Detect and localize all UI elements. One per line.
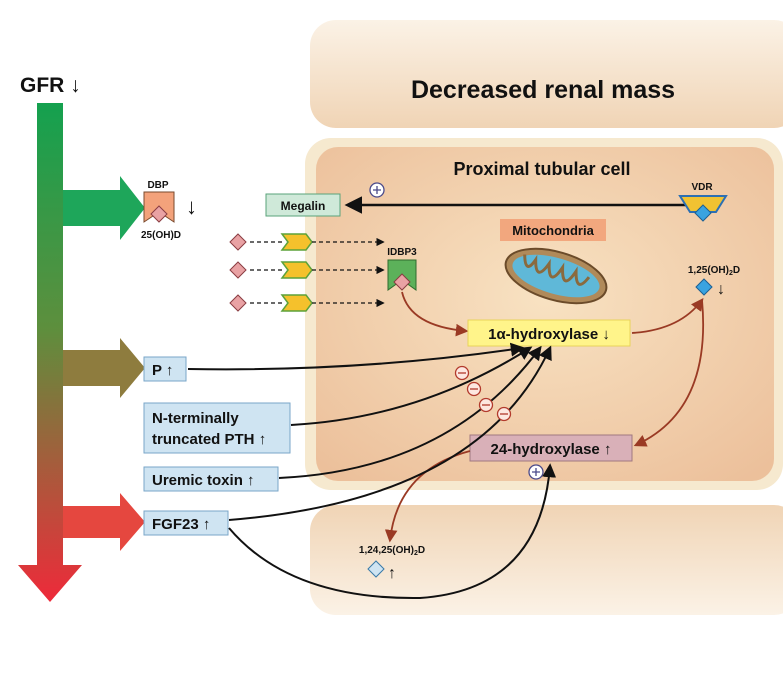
calcitetrol-up-arrow: ↑ [388,565,396,582]
25ohd-label: 25(OH)D [141,230,181,241]
1a-to-calcitriol-arrow [631,297,704,334]
uremic-toxin-box [143,466,279,492]
uremic-toxin-label: Uremic toxin ↑ [152,472,255,489]
minus-icon [466,381,482,397]
minus-icon [478,397,494,413]
pth-box [143,402,291,454]
vdr-label: VDR [691,182,713,193]
plus-icon-glyph [532,468,540,476]
fgf23-label: FGF23 ↑ [152,516,210,533]
fgf23-to-24-arrow [228,463,557,600]
calcitriol-down-arrow: ↓ [717,281,725,298]
renal-mass-cell [310,20,783,128]
p-inhibition-arrow [187,342,525,371]
calcitetrol-label: 1,24,25(OH)2D [359,545,425,557]
1a-hydroxylase-label: 1α-hydroxylase ↓ [488,326,610,343]
mitochondria-label: Mitochondria [512,223,594,238]
minus-icon [454,365,470,381]
calcitriol-to-24-arrow [633,299,705,447]
gfr-decline-arrow [18,103,82,602]
pth-inhibition-arrow [290,346,533,426]
plus-icon-glyph [373,186,381,194]
branch-arrow-p [63,338,145,398]
minus-icon [496,406,512,422]
idbp3-label: IDBP3 [387,247,417,258]
diamond-idbp3-ligand [393,273,411,291]
p-box [143,356,187,382]
gfr-label: GFR ↓ [20,74,81,97]
diamond-25ohd [150,205,168,223]
uremic-inhibition-arrow [278,345,542,479]
branch-arrow-dbp [63,176,145,240]
24-hydroxylase-box [469,434,633,462]
pth-label-line2: truncated PTH ↑ [152,431,266,448]
dbp-down-arrow: ↓ [186,194,197,219]
transporter-row-2 [229,261,385,279]
dbp-label: DBP [147,180,168,191]
calcitriol-label: 1,25(OH)2D [688,265,740,277]
fgf23-box [143,510,229,536]
branch-arrow-fgf23 [63,493,145,551]
decreased-renal-mass-title: Decreased renal mass [411,76,675,104]
24-hydroxylase-label: 24-hydroxylase ↑ [491,441,612,458]
lower-cell [310,505,783,615]
p-label: P ↑ [152,362,173,379]
mitochondria-label-box [500,219,606,241]
transporter-row-1 [229,233,385,251]
megalin-label: Megalin [281,199,326,213]
fgf23-inhibition-arrow [228,345,552,521]
diamond-calcitriol [695,278,713,296]
vdr-receptor [678,195,728,213]
proximal-tubular-cell-title: Proximal tubular cell [453,159,630,179]
diamond-calcitetrol [367,560,385,578]
idbp3-to-1a-arrow [401,291,469,337]
diamond-vdr-ligand [694,204,712,222]
pth-label-line1: N-terminally [152,410,239,427]
transporter-row-3 [229,294,385,312]
mitochondria-icon [504,247,608,305]
megalin-box [265,193,341,217]
